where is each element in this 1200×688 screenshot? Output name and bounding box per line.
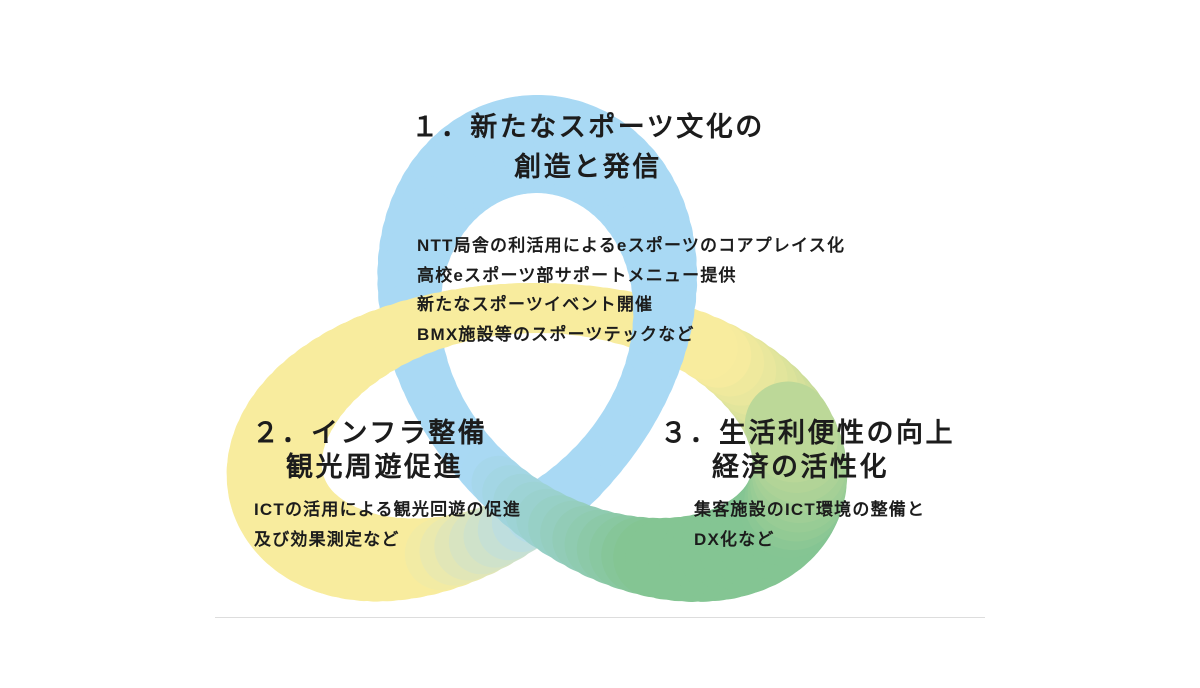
section1-bullet-3: 新たなスポーツイベント開催: [417, 295, 654, 314]
section1-bullet-2: 高校eスポーツ部サポートメニュー提供: [417, 265, 737, 285]
section1-bullet-4: BMX施設等のスポーツテックなど: [417, 324, 695, 344]
section1-title-line1: １．新たなスポーツ文化の: [411, 112, 765, 142]
section1-bullet-1: NTT局舎の利活用によるeスポーツのコアプレイス化: [417, 236, 846, 255]
section1-bullets: NTT局舎の利活用によるeスポーツのコアプレイス化 高校eスポーツ部サポートメニ…: [417, 231, 845, 349]
section2-bullet-2: 及び効果測定など: [254, 529, 400, 549]
section3-bullet-1: 集客施設のICT環境の整備と: [694, 500, 926, 519]
section2-title-line1: ２．インフラ整備: [252, 418, 488, 448]
section1-title-line2: 創造と発信: [514, 152, 662, 182]
section3-title-line2: 経済の活性化: [712, 452, 889, 482]
bottom-divider-line: [215, 617, 985, 618]
section3-title-line1: ３．生活利便性の向上: [660, 418, 955, 448]
section2-title-line2: 観光周遊促進: [286, 452, 463, 482]
section3-bullet-2: DX化など: [694, 529, 775, 549]
section2-bullets: ICTの活用による観光回遊の促進 及び効果測定など: [254, 495, 521, 554]
section3-bullets: 集客施設のICT環境の整備と DX化など: [694, 495, 925, 554]
section2-bullet-1: ICTの活用による観光回遊の促進: [254, 500, 522, 519]
